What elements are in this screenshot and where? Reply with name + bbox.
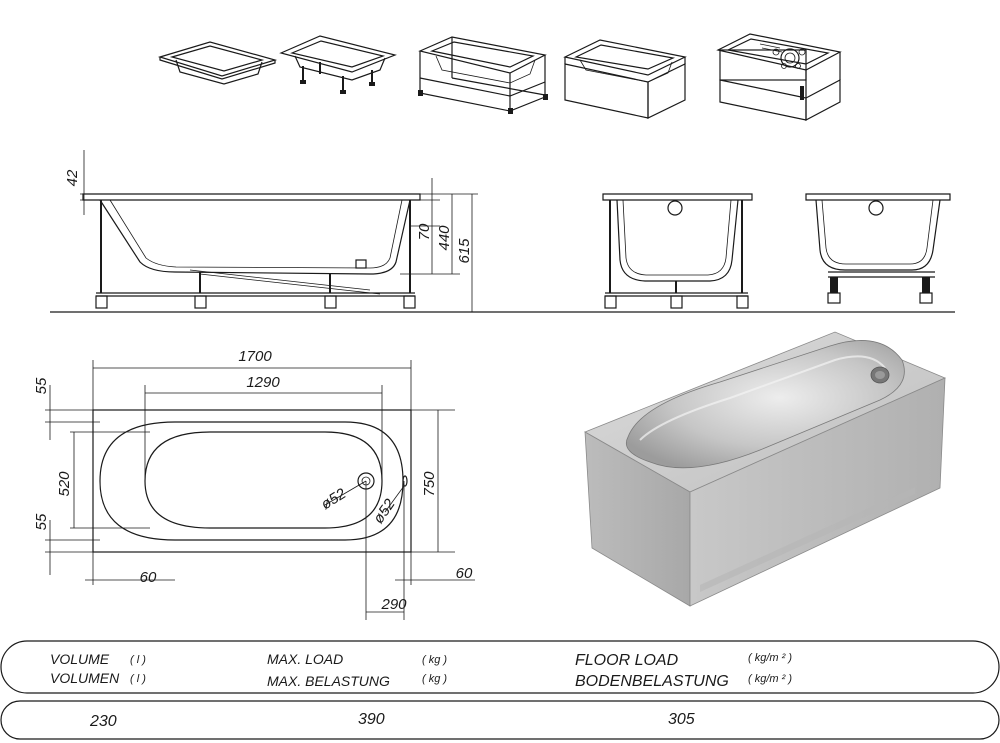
floor-value: 305 [668, 711, 695, 728]
dim-rim-height: 42 [64, 169, 81, 186]
volume-unit-de: ( l ) [130, 673, 146, 685]
dim-offset-right: 60 [456, 565, 473, 582]
floor-unit: ( kg/m ² ) [748, 652, 792, 664]
end-view-with-frame [602, 193, 753, 309]
dim-total-height: 615 [456, 238, 473, 264]
load-label: MAX. LOAD [267, 651, 343, 667]
load-unit-de: ( kg ) [422, 673, 447, 685]
dim-inner-length: 1290 [246, 374, 280, 391]
volume-unit: ( l ) [130, 654, 146, 666]
end-view-with-legs [805, 193, 951, 304]
floor-unit-de: ( kg/m ² ) [748, 673, 792, 685]
dim-rim-bottom: 55 [33, 513, 50, 530]
volume-label-de: VOLUMEN [50, 670, 120, 686]
dim-width: 750 [421, 471, 438, 497]
spec-labels-row [0, 640, 1000, 694]
dim-tub-height: 440 [436, 225, 453, 251]
volume-label: VOLUME [50, 651, 110, 667]
dim-overflow-height: 70 [416, 223, 433, 240]
spec-table [0, 640, 1000, 740]
variant-tub-with-hydromassage [716, 33, 842, 121]
variant-tub-with-panel [563, 39, 687, 119]
variant-tub-with-legs [279, 35, 397, 94]
load-unit: ( kg ) [422, 654, 447, 666]
dim-length: 1700 [238, 348, 272, 365]
floor-label-de: BODENBELASTUNG [575, 673, 729, 690]
volume-value: 230 [89, 713, 117, 730]
dim-rim-top: 55 [33, 377, 50, 394]
dim-inner-width: 520 [56, 471, 73, 497]
variant-tub-only [157, 41, 278, 85]
load-value: 390 [358, 711, 385, 728]
side-elevation-view [50, 150, 955, 313]
dim-drain-offset: 290 [380, 596, 407, 613]
dim-overflow-diameter: ø52 [370, 495, 399, 526]
plan-view [45, 360, 475, 620]
dim-drain-diameter: ø52 [318, 485, 349, 513]
dim-offset-left: 60 [140, 569, 157, 586]
bathtub-3d-render [584, 331, 947, 607]
spec-values-row [0, 700, 1000, 740]
variant-tub-with-frame [418, 36, 548, 114]
floor-label: FLOOR LOAD [575, 652, 679, 669]
load-label-de: MAX. BELASTUNG [267, 673, 390, 689]
